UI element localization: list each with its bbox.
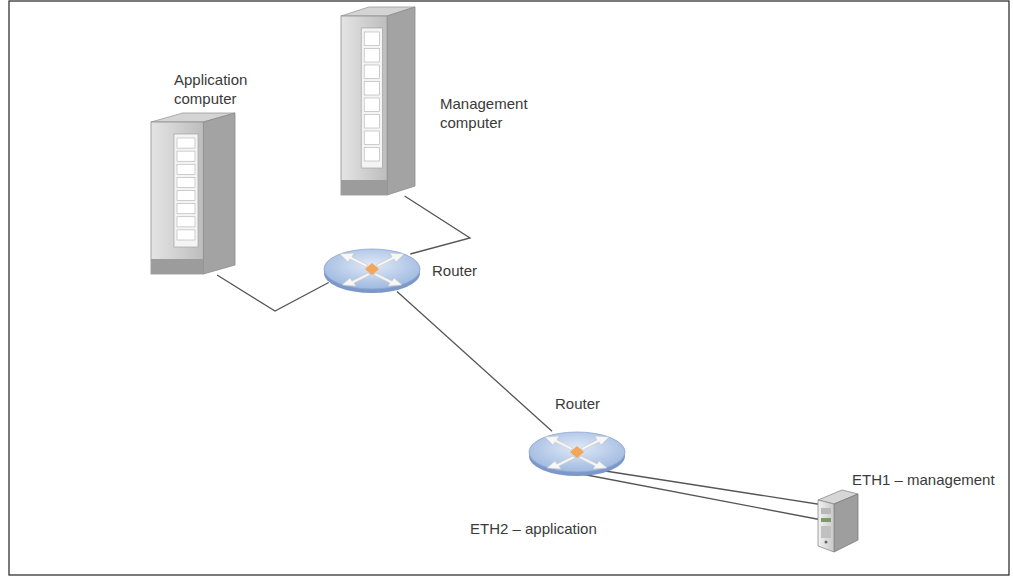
node-label: Router [432,261,502,280]
router-drawing [527,428,627,478]
router-icon: Router [322,245,422,295]
port-label: ETH1 – management [850,470,997,489]
frame [9,1,1009,575]
server-computer: Management computer [340,6,416,196]
network-link [217,275,329,311]
router-icon: Router [527,428,627,478]
server-drawing [150,112,236,275]
port-label: ETH2 – application [468,519,599,538]
server-computer: Application computer [150,112,236,275]
network-link [405,196,470,254]
node-label: Router [555,394,625,413]
router-drawing [322,245,422,295]
eth1-cable [586,468,830,506]
eth2-cable [571,472,822,520]
node-label: Management computer [440,94,550,132]
server-drawing [340,6,416,196]
network-device [818,490,858,552]
network-link [397,292,552,432]
node-label: Application computer [174,70,274,108]
